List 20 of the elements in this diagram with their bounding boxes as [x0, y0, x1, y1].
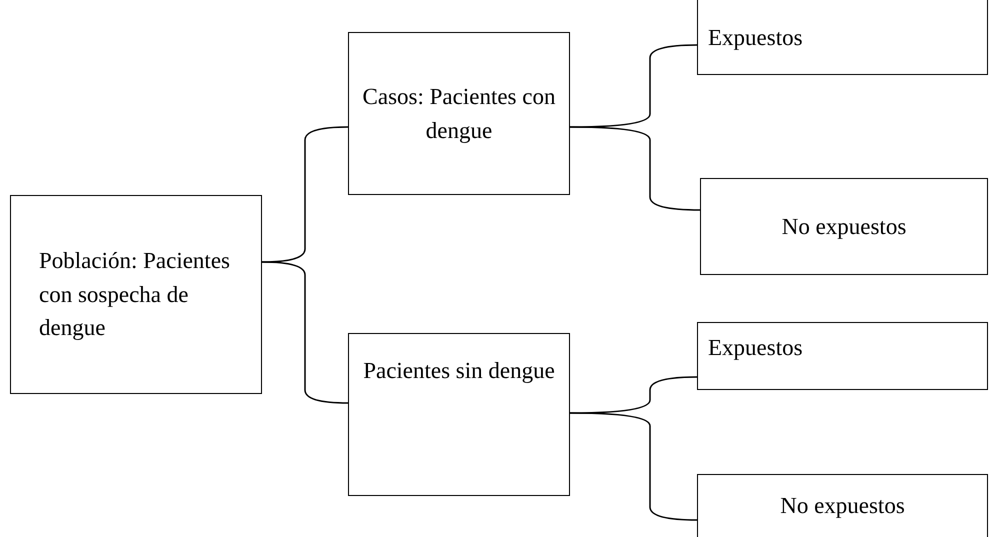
box-label: No expuestos	[779, 492, 906, 520]
text-box	[700, 178, 988, 275]
text-box	[348, 333, 570, 496]
box-label: Expuestos	[708, 334, 804, 362]
brace-connector	[570, 126, 700, 211]
box-label: Expuestos	[708, 24, 804, 52]
box-label: No expuestos	[780, 212, 908, 241]
text-box	[697, 474, 988, 537]
box-label: Población: Pacientes con sospecha de dengue	[39, 247, 231, 342]
text-box	[348, 32, 570, 195]
brace-connector	[262, 126, 348, 263]
brace-connector	[570, 44, 697, 128]
box-label: Pacientes sin dengue	[362, 357, 556, 385]
brace-connector	[570, 412, 697, 521]
text-box	[10, 195, 262, 394]
box-label: Casos: Pacientes con dengue	[362, 83, 556, 145]
text-box	[697, 0, 988, 75]
brace-connector	[570, 376, 697, 414]
brace-connector	[262, 261, 348, 404]
text-box	[697, 322, 988, 390]
